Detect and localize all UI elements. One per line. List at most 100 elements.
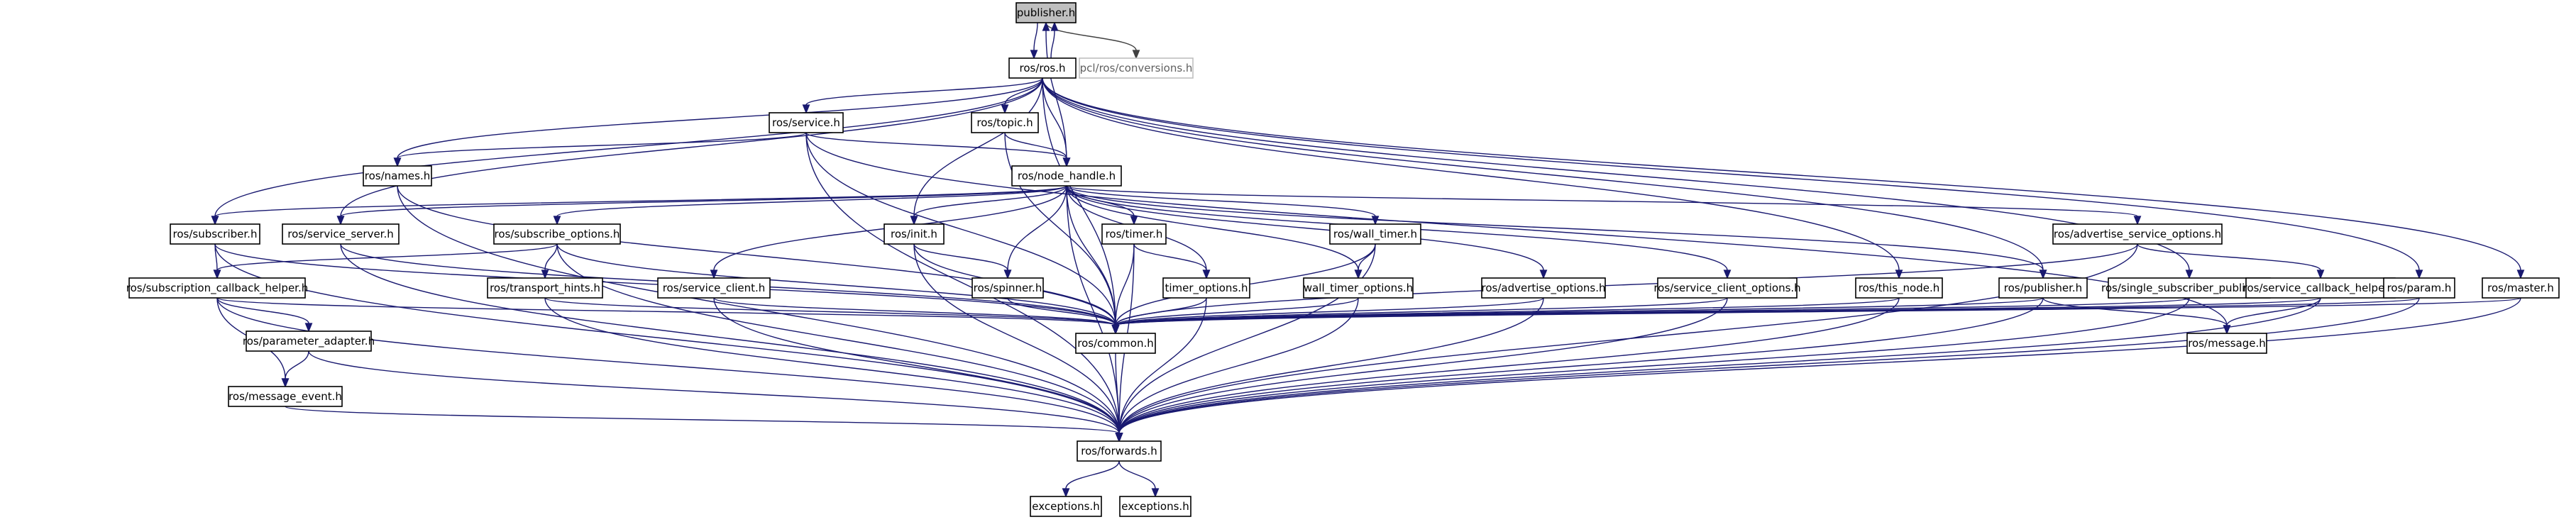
arrowhead bbox=[710, 270, 718, 279]
edge-line bbox=[805, 132, 1116, 326]
node-box bbox=[493, 223, 621, 245]
node-parameter-adapter[interactable]: ros/parameter_adapter.h bbox=[243, 331, 375, 352]
edge-line bbox=[285, 350, 309, 379]
arrowhead bbox=[1062, 488, 1070, 498]
node-service-client-options[interactable]: ros/service_client_options.h bbox=[1653, 277, 1801, 299]
edge-ros-to-subscriber bbox=[211, 77, 1043, 226]
edge-line bbox=[1004, 132, 1116, 326]
arrowhead bbox=[1130, 216, 1138, 226]
arrowhead bbox=[1132, 50, 1140, 60]
node-label: ros/names.h bbox=[365, 170, 431, 182]
node-message[interactable]: ros/message.h bbox=[2186, 333, 2267, 354]
node-message-event[interactable]: ros/message_event.h bbox=[228, 386, 343, 407]
node-node-handle[interactable]: ros/node_handle.h bbox=[1011, 165, 1122, 187]
node-publisher[interactable]: publisher.h bbox=[1015, 2, 1077, 23]
edge-line bbox=[913, 243, 1008, 271]
node-ros-publisher[interactable]: ros/publisher.h bbox=[1998, 277, 2088, 299]
node-subscription-callback-helper[interactable]: ros/subscription_callback_helper.h bbox=[126, 277, 309, 299]
node-timer[interactable]: ros/timer.h bbox=[1101, 223, 1167, 245]
arrowhead bbox=[553, 216, 561, 226]
node-ros[interactable]: ros/ros.h bbox=[1008, 57, 1077, 79]
edge-line bbox=[805, 132, 1120, 434]
arrowhead bbox=[2316, 270, 2325, 279]
node-master[interactable]: ros/master.h bbox=[2482, 277, 2560, 299]
edge-param-to-forwards bbox=[1115, 297, 2420, 443]
edge-line bbox=[556, 185, 1067, 217]
node-exceptions2[interactable]: exceptions.h bbox=[1119, 496, 1191, 517]
node-box bbox=[884, 223, 945, 245]
edge-line bbox=[1118, 243, 1376, 434]
edge-line bbox=[1042, 77, 1900, 271]
edge-line bbox=[1115, 297, 2521, 326]
edge-line bbox=[2137, 243, 2321, 271]
node-forwards[interactable]: ros/forwards.h bbox=[1077, 440, 1162, 462]
node-service[interactable]: ros/service.h bbox=[769, 112, 844, 133]
edge-line bbox=[1115, 297, 1207, 326]
node-transport-hints[interactable]: ros/transport_hints.h bbox=[487, 277, 603, 299]
node-service-callback-helper[interactable]: ros/service_callback_helper.h bbox=[2243, 277, 2399, 299]
edge-line bbox=[1118, 297, 2521, 434]
node-label: ros/service.h bbox=[772, 116, 840, 129]
node-timer-options[interactable]: timer_options.h bbox=[1162, 277, 1250, 299]
node-single-subscriber-publisher[interactable]: ros/single_subscriber_publisher.h bbox=[2101, 277, 2277, 299]
edge-service-to-node-handle bbox=[805, 132, 1071, 167]
node-spinner[interactable]: ros/spinner.h bbox=[971, 277, 1044, 299]
edge-ros-to-service-server bbox=[336, 77, 1043, 226]
edge-line bbox=[1118, 297, 1544, 434]
node-wall-timer[interactable]: ros/wall_timer.h bbox=[1329, 223, 1421, 245]
node-pcl[interactable]: pcl/ros/conversions.h bbox=[1079, 57, 1194, 79]
arrowhead bbox=[211, 216, 219, 226]
node-subscribe-options[interactable]: ros/subscribe_options.h bbox=[493, 223, 621, 245]
edge-node-handle-to-advertise-service-options bbox=[1066, 185, 2142, 226]
node-box bbox=[2052, 223, 2223, 245]
edge-line bbox=[544, 243, 558, 271]
node-common[interactable]: ros/common.h bbox=[1075, 333, 1156, 354]
edge-line bbox=[1045, 30, 1067, 167]
node-label: timer_options.h bbox=[1165, 282, 1248, 295]
edge-line bbox=[214, 185, 1067, 217]
node-advertise-options[interactable]: ros/advertise_options.h bbox=[1481, 277, 1606, 299]
node-topic[interactable]: ros/topic.h bbox=[971, 112, 1039, 133]
edge-parameter-adapter-to-message-event bbox=[281, 350, 309, 388]
node-box bbox=[971, 112, 1039, 133]
edge-line bbox=[1118, 297, 1207, 434]
edge-ros-to-single-subscriber-publisher bbox=[1042, 77, 2194, 279]
node-box bbox=[228, 386, 343, 407]
edge-line bbox=[1050, 30, 1055, 59]
node-box bbox=[170, 223, 260, 245]
edge-ros-to-publisher bbox=[1050, 21, 1059, 59]
node-label: ros/advertise_options.h bbox=[1482, 282, 1606, 295]
node-service-server[interactable]: ros/service_server.h bbox=[282, 223, 400, 245]
node-label: ros/node_handle.h bbox=[1018, 170, 1116, 183]
edge-advertise-service-options-to-common bbox=[1111, 243, 2138, 335]
node-label: ros/message.h bbox=[2188, 337, 2266, 350]
node-exceptions1[interactable]: exceptions.h bbox=[1030, 496, 1102, 517]
edge-line bbox=[1042, 77, 2420, 271]
node-subscriber[interactable]: ros/subscriber.h bbox=[170, 223, 260, 245]
edge-subscribe-options-to-transport-hints bbox=[541, 243, 558, 279]
edge-publisher-to-pcl bbox=[1045, 22, 1140, 60]
node-names[interactable]: ros/names.h bbox=[363, 165, 432, 187]
node-label: ros/service_client_options.h bbox=[1653, 282, 1800, 295]
node-box bbox=[1855, 277, 1943, 299]
node-init[interactable]: ros/init.h bbox=[884, 223, 945, 245]
arrowhead bbox=[910, 216, 918, 226]
node-wall-timer-options[interactable]: wall_timer_options.h bbox=[1303, 277, 1414, 299]
arrowhead bbox=[2415, 270, 2423, 279]
edge-ros-to-service bbox=[802, 77, 1043, 114]
edge-line bbox=[216, 243, 558, 271]
edge-line bbox=[1042, 77, 2044, 271]
node-label: ros/transport_hints.h bbox=[490, 282, 600, 295]
edge-line bbox=[2226, 297, 2321, 326]
node-label: ros/subscribe_options.h bbox=[495, 228, 620, 241]
arrowhead bbox=[336, 216, 345, 226]
node-advertise-service-options[interactable]: ros/advertise_service_options.h bbox=[2052, 223, 2223, 245]
node-service-client[interactable]: ros/service_client.h bbox=[657, 277, 771, 299]
edge-message-event-to-forwards bbox=[285, 406, 1123, 443]
edge-line bbox=[1033, 22, 1038, 51]
node-this-node[interactable]: ros/this_node.h bbox=[1855, 277, 1943, 299]
edge-line bbox=[1118, 297, 1728, 434]
edge-line bbox=[1133, 243, 1207, 271]
node-param[interactable]: ros/param.h bbox=[2383, 277, 2455, 299]
edge-subscribe-options-to-forwards bbox=[556, 243, 1123, 443]
